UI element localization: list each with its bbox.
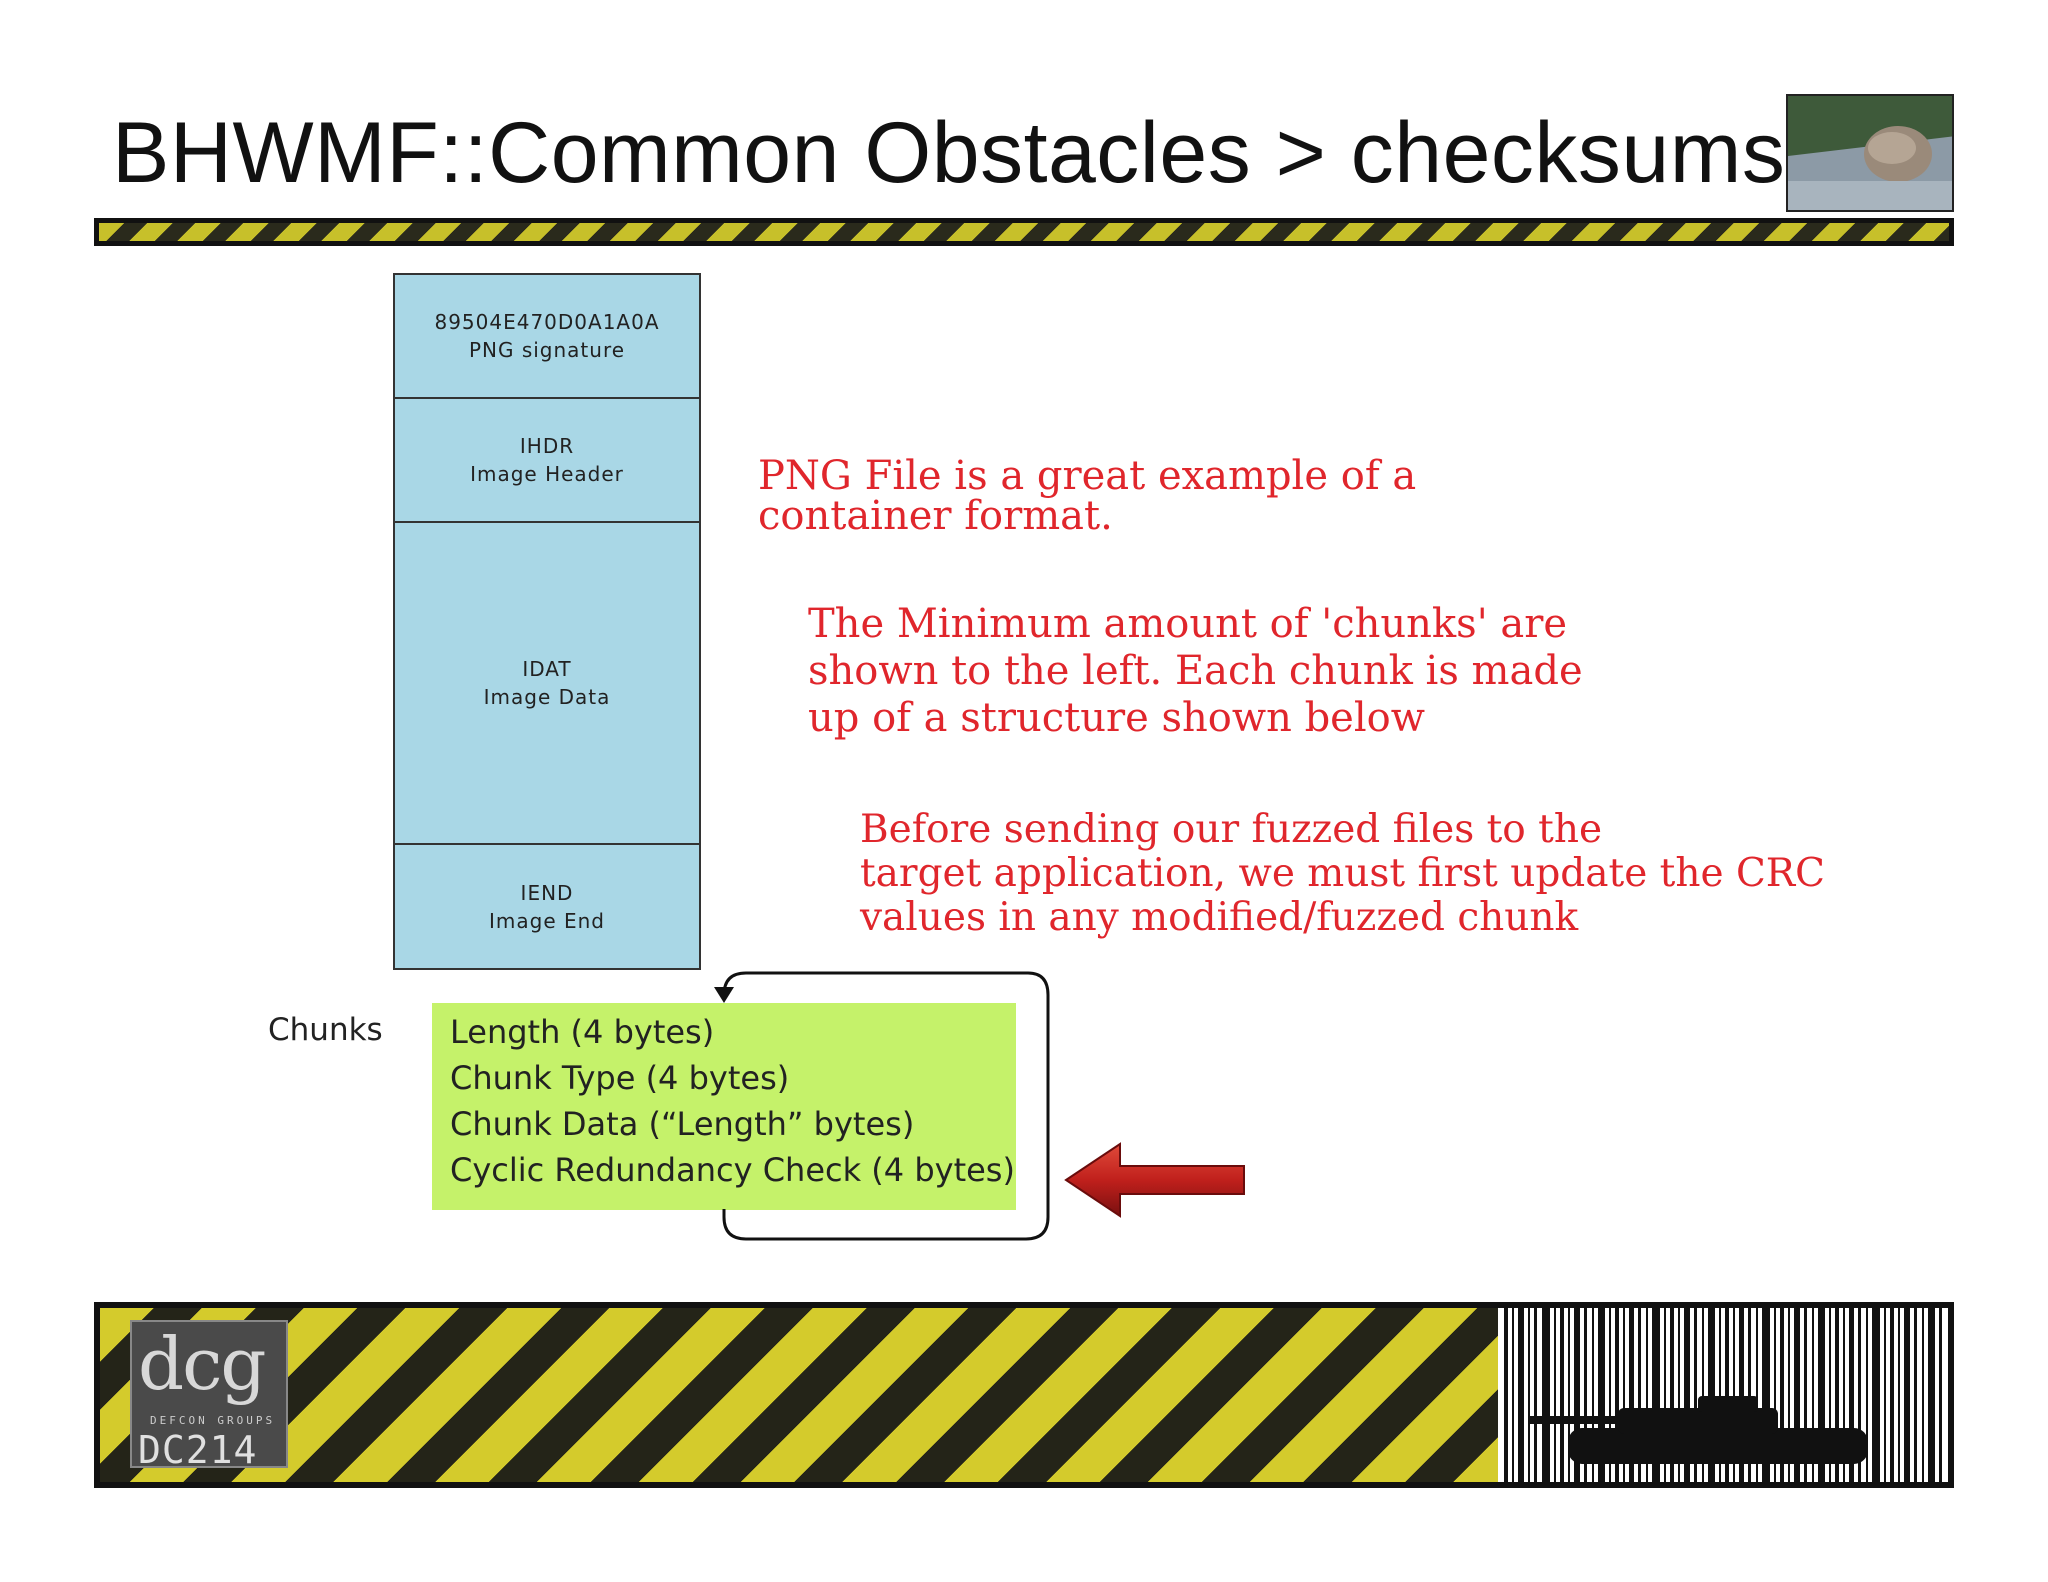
barcode-graphic [1498, 1308, 1948, 1482]
boulder-road-photo [1786, 94, 1954, 212]
slide-title: BHWMF::Common Obstacles > checksums [112, 105, 1786, 201]
ihdr-block: IHDR Image Header [393, 397, 701, 523]
chunk-field-crc: Cyclic Redundancy Check (4 bytes) [450, 1151, 1015, 1189]
chunk-field-data: Chunk Data (“Length” bytes) [450, 1105, 915, 1143]
idat-label: Image Data [483, 685, 611, 709]
iend-block: IEND Image End [393, 843, 701, 970]
note-line: The Minimum amount of 'chunks' are [808, 601, 1568, 647]
red-left-arrow-icon [1064, 1142, 1245, 1218]
ihdr-code: IHDR [519, 434, 575, 458]
note-line: up of a structure shown below [808, 695, 1425, 741]
note-line: target application, we must first update… [860, 851, 1825, 896]
note-update-crc: Before sending our fuzzed files to the t… [860, 808, 1825, 940]
iend-label: Image End [488, 908, 605, 933]
loop-arrowhead-icon [714, 987, 734, 1003]
dcg-logo-letters: dcg [138, 1322, 267, 1406]
chunk-structure-box: Length (4 bytes) Chunk Type (4 bytes) Ch… [432, 1003, 1016, 1210]
ihdr-label: Image Header [470, 462, 624, 486]
note-line: container format. [758, 493, 1113, 539]
note-line: shown to the left. Each chunk is made [808, 648, 1583, 694]
png-signature-label: PNG signature [468, 338, 626, 362]
dcg-logo: dcg DEFCON GROUPS DC214 [130, 1320, 288, 1472]
chunk-field-length: Length (4 bytes) [450, 1013, 715, 1051]
note-minimum-chunks: The Minimum amount of 'chunks' are shown… [808, 601, 1583, 742]
png-signature-block: 89504E470D0A1A0A PNG signature [393, 273, 701, 399]
chunk-field-type: Chunk Type (4 bytes) [450, 1059, 790, 1097]
idat-block: IDAT Image Data [393, 521, 701, 845]
png-signature-code: 89504E470D0A1A0A [434, 310, 660, 334]
note-container-format: PNG File is a great example of a contain… [758, 456, 1416, 536]
dcg-logo-number: DC214 [138, 1428, 258, 1472]
tank-silhouette-icon [1528, 1396, 1868, 1464]
chunks-label: Chunks [268, 1012, 383, 1048]
idat-code: IDAT [522, 657, 572, 681]
note-line: Before sending our fuzzed files to the [860, 807, 1603, 852]
top-hazard-divider [94, 218, 1954, 246]
note-line: values in any modified/fuzzed chunk [860, 895, 1579, 940]
hazard-stripes [100, 1308, 1498, 1482]
dcg-logo-groups: DEFCON GROUPS [150, 1414, 276, 1427]
bottom-hazard-banner: dcg DEFCON GROUPS DC214 [94, 1302, 1954, 1488]
chunk-loop-connector [714, 971, 1050, 1241]
iend-code: IEND [520, 880, 574, 905]
note-line: PNG File is a great example of a [758, 453, 1417, 499]
